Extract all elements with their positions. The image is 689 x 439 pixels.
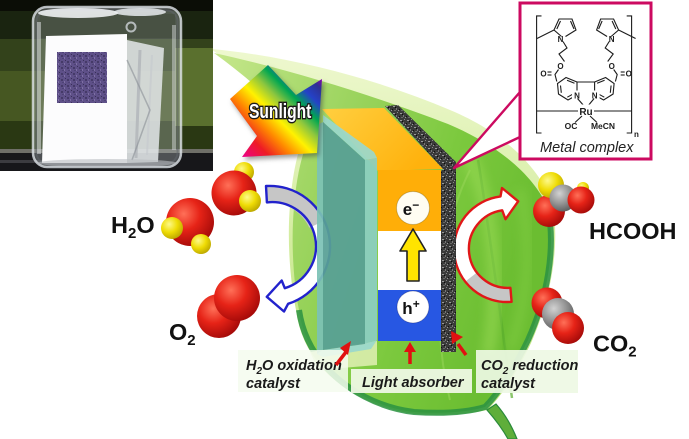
svg-text:catalyst: catalyst [246,376,301,392]
svg-text:CO2: CO2 [593,331,637,361]
svg-text:n: n [634,130,639,139]
svg-text:H2O: H2O [111,212,155,242]
svg-text:N: N [592,92,598,101]
svg-text:OC: OC [565,121,578,131]
svg-text:N: N [609,35,615,44]
svg-text:MeCN: MeCN [591,121,615,131]
svg-text:N: N [558,35,564,44]
svg-text:H2O oxidation: H2O oxidation [246,358,342,377]
svg-text:O: O [540,70,546,79]
svg-text:N: N [574,92,580,101]
svg-text:O2: O2 [169,319,196,349]
svg-text:O: O [557,62,563,71]
svg-text:Ru: Ru [579,107,592,118]
svg-text:Light absorber: Light absorber [362,375,465,391]
svg-text:HCOOH: HCOOH [589,218,676,244]
svg-text:O: O [626,70,632,79]
svg-text:Sunlight: Sunlight [249,100,311,122]
svg-text:catalyst: catalyst [481,376,536,392]
svg-text:O: O [609,62,615,71]
svg-text:Metal complex: Metal complex [540,140,634,156]
